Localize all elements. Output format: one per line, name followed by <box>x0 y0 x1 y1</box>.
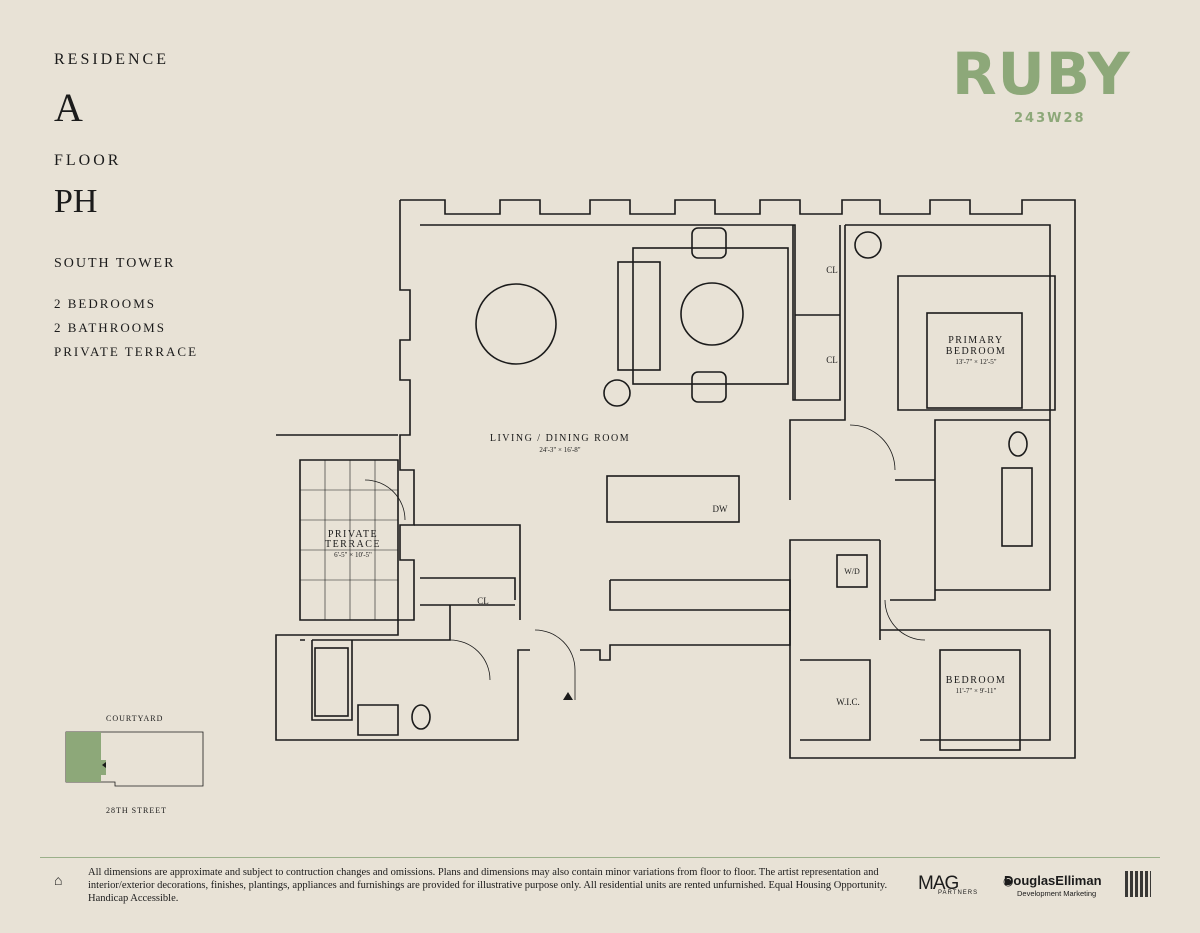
coffee-table <box>680 282 744 346</box>
closet-label-3: CL <box>477 596 489 606</box>
closet-label-2: CL <box>826 355 838 365</box>
wd-label: W/D <box>844 567 860 576</box>
key-plan-arrow-icon <box>102 762 106 768</box>
armchair-bottom <box>691 371 727 403</box>
rug <box>632 247 789 385</box>
douglas-elliman-logo: DouglasElliman <box>1004 873 1102 888</box>
footer-divider <box>40 857 1160 858</box>
spec-terrace: PRIVATE TERRACE <box>54 344 199 359</box>
primary-chair <box>854 231 882 259</box>
key-plan <box>65 731 204 787</box>
outer-wall-left <box>275 200 530 741</box>
door-swing-bath <box>449 639 491 681</box>
door-swing-primary <box>849 424 896 471</box>
kitchen-island <box>606 475 740 523</box>
bedroom-bed <box>939 649 1021 751</box>
bedroom-dim: 11'-7" × 9'-11" <box>956 687 997 695</box>
douglas-elliman-sub: Development Marketing <box>1017 889 1097 898</box>
primary-wall <box>897 275 1056 411</box>
bathtub <box>314 647 349 717</box>
washer-dryer <box>836 554 868 588</box>
spec-list: 2 BEDROOMS 2 BATHROOMS PRIVATE TERRACE <box>54 292 198 364</box>
douglas-elliman-icon: ◉ <box>1003 874 1014 888</box>
baths-left <box>300 524 521 736</box>
entry-wall <box>580 610 791 661</box>
dw-label: DW <box>713 504 728 514</box>
sofa <box>617 261 661 371</box>
brand-address: 243W28 <box>1014 111 1086 126</box>
door-swing-entry <box>534 629 576 700</box>
primary-bedroom-dim: 13'-7" × 12'-5" <box>955 358 996 366</box>
toilet-right <box>1008 431 1028 457</box>
qr-code-icon[interactable] <box>1125 871 1151 897</box>
terrace-label-2: TERRACE <box>325 539 381 550</box>
primary-bedroom-label-1: PRIMARY <box>948 335 1004 346</box>
floor-label: FLOOR <box>54 152 122 169</box>
vanity-right <box>1001 467 1033 547</box>
dining-table <box>475 283 557 365</box>
primary-bed <box>926 312 1023 409</box>
keyplan-street-label: 28TH STREET <box>106 806 167 815</box>
mag-logo: MAG <box>918 873 959 894</box>
terrace-grid <box>300 460 398 620</box>
living-room-dim: 24'-3" × 16'-8" <box>539 446 580 454</box>
tower-label: SOUTH TOWER <box>54 256 176 271</box>
terrace-dim: 6'-5" × 10'-5" <box>334 551 372 559</box>
floor-value: PH <box>54 183 98 220</box>
keyplan-courtyard-label: COURTYARD <box>106 714 164 723</box>
toilet-left <box>411 704 431 730</box>
terrace-label-1: PRIVATE <box>328 529 378 540</box>
key-plan-highlight <box>66 732 106 782</box>
brand-logo: RUBY <box>952 40 1131 108</box>
disclaimer: All dimensions are approximate and subje… <box>88 867 888 904</box>
armchair-top <box>691 227 727 259</box>
residence-label: RESIDENCE <box>54 51 169 68</box>
wic-label: W.I.C. <box>836 697 859 707</box>
door-swing-bedroom <box>884 599 926 641</box>
mag-logo-sub: PARTNERS <box>938 890 979 896</box>
closet-label-1: CL <box>826 265 838 275</box>
inner-walls <box>420 224 1051 741</box>
spec-bedrooms: 2 BEDROOMS <box>54 296 156 311</box>
equal-housing-icon: ⌂ <box>54 874 63 889</box>
door-swing-terrace <box>364 479 406 521</box>
entry-arrow-icon <box>563 692 573 700</box>
outer-wall <box>400 199 1076 759</box>
spec-bathrooms: 2 BATHROOMS <box>54 320 166 335</box>
terrace <box>276 434 399 621</box>
residence-value: A <box>54 85 83 130</box>
living-room-label: LIVING / DINING ROOM <box>490 433 630 444</box>
bedroom-label: BEDROOM <box>946 675 1007 686</box>
primary-bedroom-label-2: BEDROOM <box>946 346 1007 357</box>
side-table <box>603 379 631 407</box>
